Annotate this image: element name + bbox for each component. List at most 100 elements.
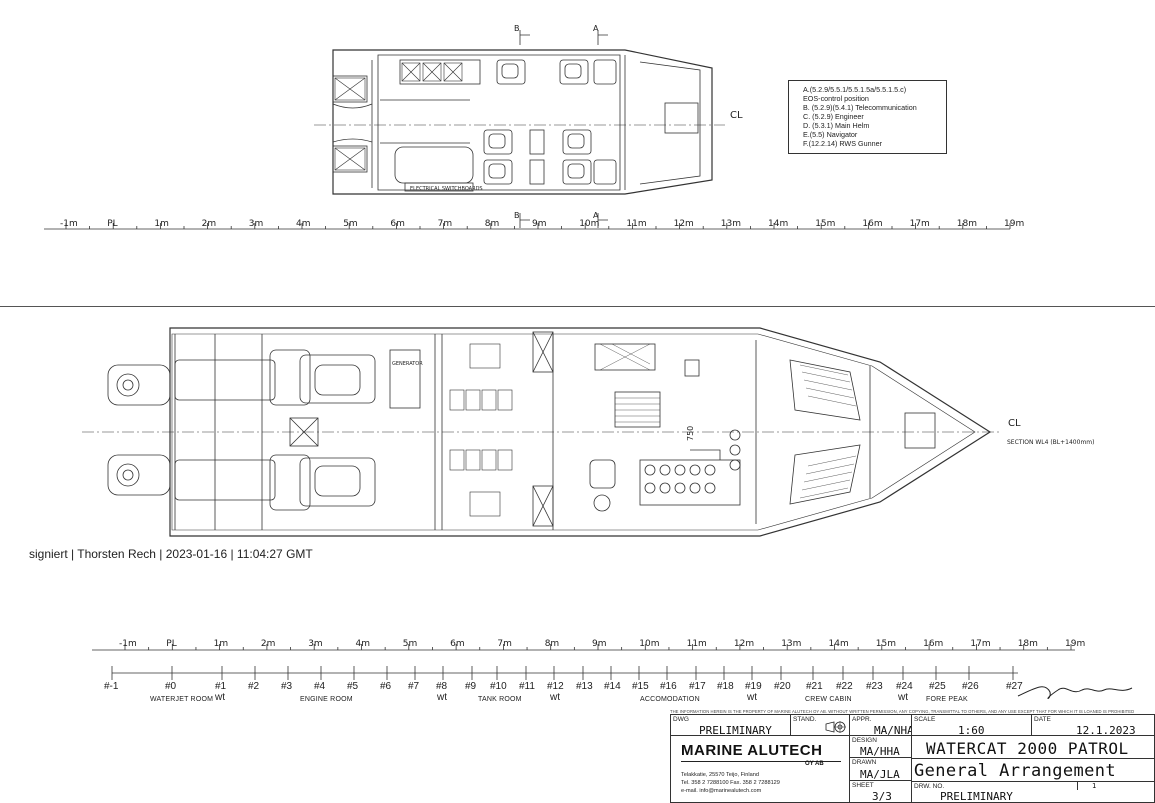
design-cell: DESIGN MA/HHA	[849, 735, 912, 758]
section-b-label-scale: B	[514, 211, 520, 220]
sheet-cell: SHEET 3/3	[849, 780, 912, 803]
section-wl4-label: SECTION WL4 (BL+1400mm)	[1007, 439, 1094, 446]
stand-cell: STAND.	[790, 714, 850, 736]
scale-label: 15m	[876, 639, 896, 649]
scale-label: 19m	[1004, 219, 1024, 229]
dwg-cell: DWG PRELIMINARY	[670, 714, 791, 737]
legend-line: F.(12.2.14) RWS Gunner	[803, 139, 882, 148]
scale-label: 16m	[862, 219, 882, 229]
drawn-label: DRAWN	[852, 759, 877, 766]
generator-label: GENERATOR	[392, 361, 423, 367]
scale-label: 1m	[154, 219, 169, 229]
appr-cell: APPR. MA/NHA	[849, 714, 914, 737]
scale-label: 15m	[815, 219, 835, 229]
drw-no-label: DRW. NO.	[914, 783, 945, 790]
section-b-label-top: B	[514, 24, 520, 33]
digital-signature-text: signiert | Thorsten Rech | 2023-01-16 | …	[29, 547, 313, 561]
dwg-label: DWG	[673, 716, 689, 723]
scale-label: 3m	[308, 639, 323, 649]
company-address: Telakkatie, 25570 Teijo, Finland	[681, 772, 759, 778]
drawn-cell: DRAWN MA/JLA	[849, 757, 912, 781]
scale-label: 12m	[674, 219, 694, 229]
company-logo-text: MARINE ALUTECH	[681, 742, 823, 759]
scale-label: 3m	[249, 219, 263, 229]
scale-label: 18m	[957, 219, 977, 229]
scale-label: 14m	[829, 639, 849, 649]
scale-label: 10m	[639, 639, 659, 649]
scale-label: 9m	[532, 219, 547, 229]
appr-label: APPR.	[852, 716, 872, 723]
section-a-label-scale: A	[593, 211, 599, 220]
centerline-label-top: CL	[730, 110, 743, 121]
scale-label: 16m	[923, 639, 943, 649]
scale-label: 7m	[497, 639, 512, 649]
scale-label: 6m	[450, 639, 465, 649]
signature-scribble	[1017, 686, 1133, 699]
main-deck-plan: GENERATOR 750 CL SECTION WL4 (BL+1400mm)	[82, 327, 1094, 537]
scale-value: 1:60	[958, 724, 985, 737]
legend-line: C. (5.2.9) Engineer	[803, 112, 864, 121]
company-cell: MARINE ALUTECH OY AB Telakkatie, 25570 T…	[670, 735, 850, 803]
date-value: 12.1.2023	[1076, 724, 1136, 737]
station-legend-box: A.(5.2.9/5.5.1/5.5.1.5a/5.5.1.5.c) EOS-c…	[788, 80, 947, 154]
scale-label: PL	[107, 219, 117, 229]
scale-label: 2m	[202, 219, 217, 229]
scale-label: 11m	[687, 639, 707, 649]
scale-label: 19m	[1065, 639, 1085, 649]
scale-label: 2m	[261, 639, 276, 649]
scale-label: -1m	[60, 219, 78, 229]
title-block: DWG PRELIMINARY STAND. APPR. MA/NHA SCAL…	[670, 714, 1155, 803]
date-label: DATE	[1034, 716, 1051, 723]
section-a-label-top: A	[593, 24, 599, 33]
scale-label: PL	[166, 639, 176, 649]
scale-label: 8m	[485, 219, 500, 229]
sheet-value: 3/3	[872, 790, 892, 803]
appr-value: MA/NHA	[874, 724, 914, 737]
drw-no-value: PRELIMINARY	[940, 790, 1013, 803]
scale-label: SCALE	[914, 716, 936, 723]
scale-label: 6m	[390, 219, 405, 229]
drawing-title: General Arrangement	[914, 761, 1117, 781]
scale-label: 12m	[734, 639, 754, 649]
project-title: WATERCAT 2000 PATROL	[926, 739, 1129, 758]
scale-label: 13m	[721, 219, 741, 229]
stand-label: STAND.	[793, 716, 817, 723]
scale-label: -1m	[119, 639, 137, 649]
revision-value: 1	[1092, 782, 1097, 790]
legend-line: A.(5.2.9/5.5.1/5.5.1.5a/5.5.1.5.c)	[803, 85, 907, 94]
scale-label: 5m	[403, 639, 418, 649]
drawing-title-cell: General Arrangement	[911, 758, 1155, 782]
scale-label: 18m	[1018, 639, 1038, 649]
dimension-750-label: 750	[686, 426, 695, 441]
legend-line: EOS-control position	[803, 94, 869, 103]
drawing-number-cell: DRW. NO. PRELIMINARY 1	[911, 781, 1155, 803]
scale-label: 5m	[343, 219, 358, 229]
date-cell: DATE 12.1.2023	[1031, 714, 1155, 737]
legend-line: D. (5.3.1) Main Helm	[803, 121, 870, 130]
projection-symbol-icon	[825, 721, 846, 733]
company-phone: Tel. 358 2 7288100 Fax. 358 2 7288129	[681, 780, 780, 786]
sheet-label: SHEET	[852, 782, 874, 789]
scale-label: 14m	[768, 219, 788, 229]
logo-rule	[681, 761, 841, 762]
scale-label: 1m	[214, 639, 229, 649]
scale-label: 13m	[781, 639, 801, 649]
scale-label: 4m	[356, 639, 371, 649]
company-suffix: OY AB	[805, 761, 824, 767]
legend-line: B. (5.2.9)(5.4.1) Telecommunication	[803, 103, 917, 112]
sheet-divider	[0, 306, 1155, 307]
scale-label: 7m	[438, 219, 453, 229]
design-value: MA/HHA	[860, 745, 900, 758]
confidentiality-notice: THE INFORMATION HEREIN IS THE PROPERTY O…	[670, 709, 1135, 714]
company-email: e-mail. info@marinealutech.com	[681, 788, 762, 794]
centerline-label-main: CL	[1008, 418, 1021, 429]
drawn-value: MA/JLA	[860, 768, 900, 781]
design-label: DESIGN	[852, 737, 877, 744]
scale-label: 4m	[296, 219, 311, 229]
scale-label: 11m	[626, 219, 646, 229]
scale-cell: SCALE 1:60	[911, 714, 1032, 737]
scale-label: 9m	[592, 639, 607, 649]
scale-label: 17m	[910, 219, 930, 229]
